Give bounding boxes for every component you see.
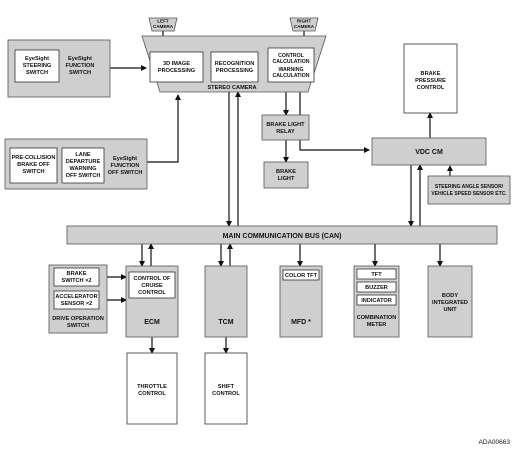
brake-pressure-label-2: PRESSURE	[415, 78, 446, 84]
control-calc-label-2: CALCULATION	[272, 59, 309, 65]
drive-operation-label-1: DRIVE OPERATION	[52, 316, 104, 322]
color-tft-box	[282, 269, 320, 281]
brake-pressure-label-3: CONTROL	[417, 85, 445, 91]
combination-meter-label-1: COMBINATION	[357, 315, 397, 321]
function-switch-label-1: EyeSight	[68, 56, 92, 62]
pre-collision-label-2: BRAKE OFF	[17, 162, 50, 168]
tft-label: TFT	[371, 272, 382, 278]
brake-pressure-control: BRAKE PRESSURE CONTROL	[403, 43, 458, 114]
vdc-cm-label: VDC CM	[415, 149, 443, 156]
shift-label-2: CONTROL	[212, 391, 240, 397]
accelerator-label-1: ACCELERATOR	[55, 294, 97, 300]
figure-code: ADA00663	[479, 439, 511, 446]
accelerator-sensor	[53, 290, 100, 310]
pre-collision-label-3: SWITCH	[22, 169, 44, 175]
control-calculation-box	[267, 47, 315, 83]
stereo-camera-label: STEREO CAMERA	[207, 85, 256, 91]
relay-label-1: BRAKE LIGHT	[266, 122, 305, 128]
lane-departure-label-4: OFF SWITCH	[66, 173, 101, 179]
main-bus-label: MAIN COMMUNICATION BUS (CAN)	[223, 233, 342, 240]
control-calc-label-1: CONTROL	[278, 53, 304, 59]
cruise-label-1: CONTROL OF	[134, 276, 171, 282]
color-tft-label: COLOR TFT	[285, 273, 318, 279]
tft-box	[356, 268, 397, 280]
ecm-label: ECM	[144, 319, 160, 326]
lane-departure-label-2: DEPARTURE	[66, 159, 101, 165]
function-off-label-1: EyeSight	[113, 156, 137, 162]
throttle-control: THROTTLE CONTROL	[126, 352, 178, 425]
body-unit-label-2: INTEGRATED	[432, 300, 468, 306]
stereo-camera: 3D IMAGE PROCESSING RECOGNITION PROCESSI…	[141, 35, 327, 93]
cruise-label-2: CRUISE	[141, 283, 162, 289]
off-switch-group: PRE-COLLISION BRAKE OFF SWITCH LANE DEPA…	[4, 138, 148, 190]
shift-control: SHIFT CONTROL	[204, 352, 248, 425]
indicator-label: INDICATOR	[361, 298, 392, 304]
tcm-label: TCM	[218, 319, 233, 326]
brake-light: BRAKE LIGHT	[263, 161, 309, 189]
brake-switch-label-1: BRAKE	[67, 271, 87, 277]
throttle-label-2: CONTROL	[138, 391, 166, 397]
left-camera: LEFT CAMERA	[148, 17, 178, 32]
cruise-control-box	[128, 271, 176, 299]
lane-departure-warning-off-switch	[61, 147, 105, 184]
mfd-label: MFD *	[291, 319, 311, 326]
steering-switch-label-1: EyeSight	[25, 56, 49, 62]
shift-label-1: SHIFT	[218, 384, 235, 390]
function-off-label-3: OFF SWITCH	[108, 170, 143, 176]
vdc-cm: VDC CM	[371, 137, 487, 166]
cruise-label-3: CONTROL	[138, 290, 166, 296]
mfd: COLOR TFT MFD *	[279, 265, 323, 338]
combination-meter-label-2: METER	[367, 322, 387, 328]
right-camera-label-1: RIGHT	[297, 19, 311, 24]
function-switch-label-3: SWITCH	[69, 70, 91, 76]
eyesight-switch-group: EyeSight STEERING SWITCH EyeSight FUNCTI…	[7, 39, 111, 98]
body-unit-label-1: BODY	[442, 293, 458, 299]
image-processing-label-1: 3D IMAGE	[163, 61, 190, 67]
left-camera-label-1: LEFT	[157, 19, 169, 24]
drive-operation-switch-group: BRAKE SWITCH ×2 ACCELERATOR SENSOR ×2 DR…	[48, 264, 108, 334]
lane-departure-label-3: WARNING	[69, 166, 96, 172]
pre-collision-brake-off-switch	[9, 147, 58, 184]
main-communication-bus: MAIN COMMUNICATION BUS (CAN)	[66, 225, 498, 245]
eyesight-steering-switch	[14, 49, 60, 83]
right-camera: RIGHT CAMERA	[289, 17, 319, 32]
throttle-label-1: THROTTLE	[137, 384, 167, 390]
recognition-label-2: PROCESSING	[216, 68, 253, 74]
body-unit-label-3: UNIT	[443, 307, 457, 313]
sensor-label-1: STEERING ANGLE SENSOR/	[435, 184, 504, 190]
combination-meter: TFT BUZZER INDICATOR COMBINATION METER	[353, 265, 400, 338]
brake-switch	[53, 267, 100, 287]
tcm: TCM	[204, 265, 248, 338]
function-switch-label-2: FUNCTION	[66, 63, 95, 69]
indicator-box	[356, 294, 397, 306]
brake-light-label-1: BRAKE	[276, 169, 296, 175]
function-off-label-2: FUNCTION	[111, 163, 140, 169]
brake-light-relay: BRAKE LIGHT RELAY	[261, 114, 310, 141]
relay-label-2: RELAY	[276, 129, 295, 135]
recognition-label-1: RECOGNITION	[215, 61, 254, 67]
accelerator-label-2: SENSOR ×2	[61, 301, 93, 307]
buzzer-label: BUZZER	[365, 285, 388, 291]
brake-switch-label-2: SWITCH ×2	[62, 278, 92, 284]
recognition-processing-box	[210, 51, 259, 83]
right-camera-label-2: CAMERA	[294, 24, 315, 29]
body-integrated-unit: BODY INTEGRATED UNIT	[427, 265, 473, 338]
image-processing-box	[149, 51, 204, 83]
left-camera-label-2: CAMERA	[153, 24, 174, 29]
steering-switch-label-2: STEERING	[23, 63, 52, 69]
lane-departure-label-1: LANE	[75, 152, 90, 158]
pre-collision-label-1: PRE-COLLISION	[12, 155, 56, 161]
sensor-label-2: VEHICLE SPEED SENSOR ETC.	[431, 191, 507, 197]
brake-light-label-2: LIGHT	[278, 176, 295, 182]
control-calc-label-3: WARNING	[278, 67, 303, 73]
ecm: CONTROL OF CRUISE CONTROL ECM	[125, 265, 179, 338]
steering-switch-label-3: SWITCH	[26, 70, 48, 76]
steering-angle-sensor: STEERING ANGLE SENSOR/ VEHICLE SPEED SEN…	[427, 175, 511, 205]
drive-operation-label-2: SWITCH	[67, 323, 89, 329]
brake-pressure-label-1: BRAKE	[421, 71, 441, 77]
control-calc-label-4: CALCULATION	[272, 73, 309, 79]
image-processing-label-2: PROCESSING	[158, 68, 195, 74]
buzzer-box	[356, 281, 397, 293]
